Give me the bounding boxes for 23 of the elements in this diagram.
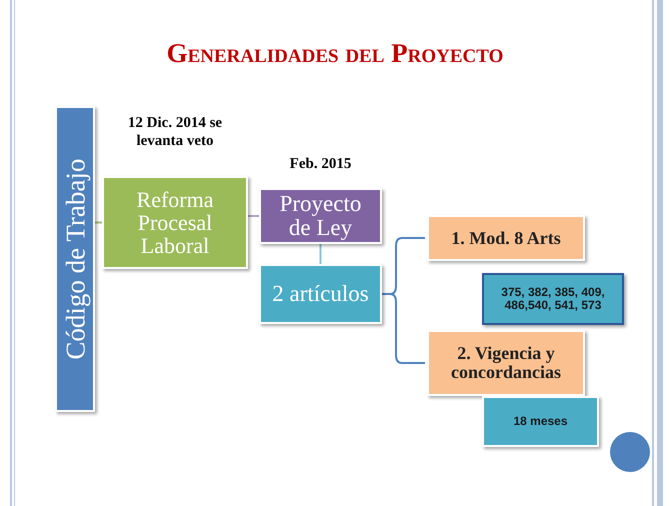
process-box — [427, 215, 585, 261]
connector-line — [248, 215, 259, 217]
date-label: Feb. 2015 — [288, 155, 352, 173]
process-box — [259, 188, 382, 244]
note-box — [482, 273, 624, 325]
slide-title: Generalidades del Proyecto — [166, 38, 504, 69]
node-label: 2. Vigencia y concordancias — [450, 344, 562, 382]
process-box — [259, 264, 382, 324]
process-box — [427, 330, 585, 396]
node-label: 2 artículos — [272, 282, 369, 306]
note-box — [482, 396, 599, 447]
brace-connector — [382, 293, 425, 364]
node-label: Reforma Procesal Laboral — [136, 188, 214, 258]
node-label: Proyecto de Ley — [278, 192, 362, 240]
vertical-bar — [55, 106, 95, 412]
connector-line — [320, 244, 322, 264]
node-label: 375, 382, 385, 409, 486,540, 541, 573 — [500, 286, 606, 312]
node-label: 1. Mod. 8 Arts — [451, 228, 561, 248]
brace-connector — [95, 222, 102, 224]
process-box — [102, 176, 248, 269]
date-label: 12 Dic. 2014 se levanta veto — [126, 114, 224, 150]
node-label: 18 meses — [513, 415, 568, 428]
node-label: Código de Trabajo — [60, 158, 90, 360]
